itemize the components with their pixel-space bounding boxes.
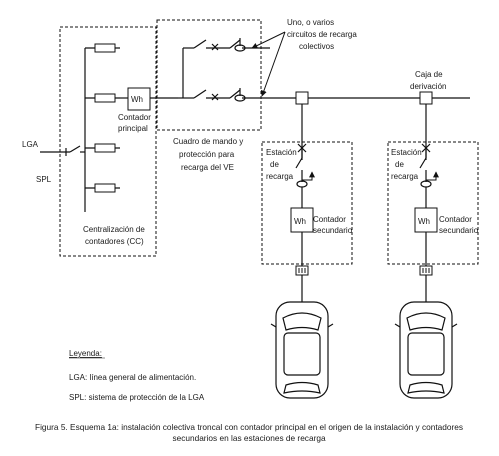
station-1-wiring xyxy=(295,143,308,266)
main-meter-label-2: principal xyxy=(118,124,148,133)
trunk-line xyxy=(301,97,470,160)
cc-fuse-rectangles xyxy=(94,43,116,193)
car-2-icon xyxy=(394,301,458,399)
station-1-meter-label-1: Contador xyxy=(313,215,346,224)
station-1-label-1: Estación xyxy=(266,148,297,157)
station-2-box xyxy=(387,141,479,265)
junction-box-1 xyxy=(295,91,309,105)
fuse-1 xyxy=(94,43,116,53)
lga-label: LGA xyxy=(22,140,39,149)
cc-label-2: contadores (CC) xyxy=(85,237,144,246)
station-1-label-2: de xyxy=(270,160,279,169)
legend-title: Leyenda: xyxy=(69,349,102,358)
main-meter-wh: Wh xyxy=(131,95,143,104)
lga-line xyxy=(40,145,85,156)
station-2-wiring xyxy=(419,143,432,266)
spl-label: SPL xyxy=(36,175,52,184)
connector-2 xyxy=(419,265,433,302)
circuitos-arrow-2 xyxy=(261,31,286,97)
circuitos-label-3: colectivos xyxy=(299,42,334,51)
connector-1 xyxy=(295,265,309,302)
cc-dashed-box xyxy=(59,26,157,257)
circuitos-label-1: Uno, o varios xyxy=(287,18,334,27)
car-1-icon xyxy=(270,301,334,399)
station-2-arrow xyxy=(426,171,439,181)
caption-line-1: Figura 5. Esquema 1a: instalación colect… xyxy=(35,422,463,432)
cuadro-label-1: Cuadro de mando y xyxy=(173,137,243,146)
cc-label-1: Centralización de xyxy=(83,225,145,234)
cuadro-dashed-box xyxy=(156,19,262,131)
cuadro-label-2: protección para xyxy=(179,150,235,159)
station-1-meter-wh: Wh xyxy=(294,217,306,226)
station-2-label-1: Estación xyxy=(391,148,422,157)
main-meter-label-1: Contador xyxy=(118,113,151,122)
cuadro-label-3: recarga del VE xyxy=(181,163,234,172)
station-2-label-2: de xyxy=(395,160,404,169)
station-1-meter-label-2: secundario xyxy=(313,226,353,235)
station-2-meter-wh: Wh xyxy=(418,217,430,226)
station-1-box xyxy=(261,141,353,265)
legend-spl: SPL: sistema de protección de la LGA xyxy=(69,393,205,402)
caption-line-2: secundarios en las estaciones de recarga xyxy=(172,433,326,443)
station-2-meter-label-2: secundario xyxy=(439,226,479,235)
caja-label-2: derivación xyxy=(410,82,446,91)
station-2-label-3: recarga xyxy=(391,172,419,181)
station-1-label-3: recarga xyxy=(266,172,294,181)
circuitos-arrow-1 xyxy=(251,31,286,49)
station-1-meter xyxy=(290,207,314,233)
junction-box-2 xyxy=(419,91,433,105)
cuadro-wiring xyxy=(178,38,298,102)
station-1-arrow xyxy=(302,171,315,181)
caja-label-1: Caja de xyxy=(415,70,443,79)
legend-lga: LGA: línea general de alimentación. xyxy=(69,373,196,382)
fuse-2 xyxy=(94,93,116,103)
circuitos-label-2: circuitos de recarga xyxy=(287,30,357,39)
station-2-meter xyxy=(414,207,438,233)
station-2-meter-label-1: Contador xyxy=(439,215,472,224)
fuse-3 xyxy=(94,143,116,153)
fuse-4 xyxy=(94,183,116,193)
main-meter-box xyxy=(127,87,151,111)
